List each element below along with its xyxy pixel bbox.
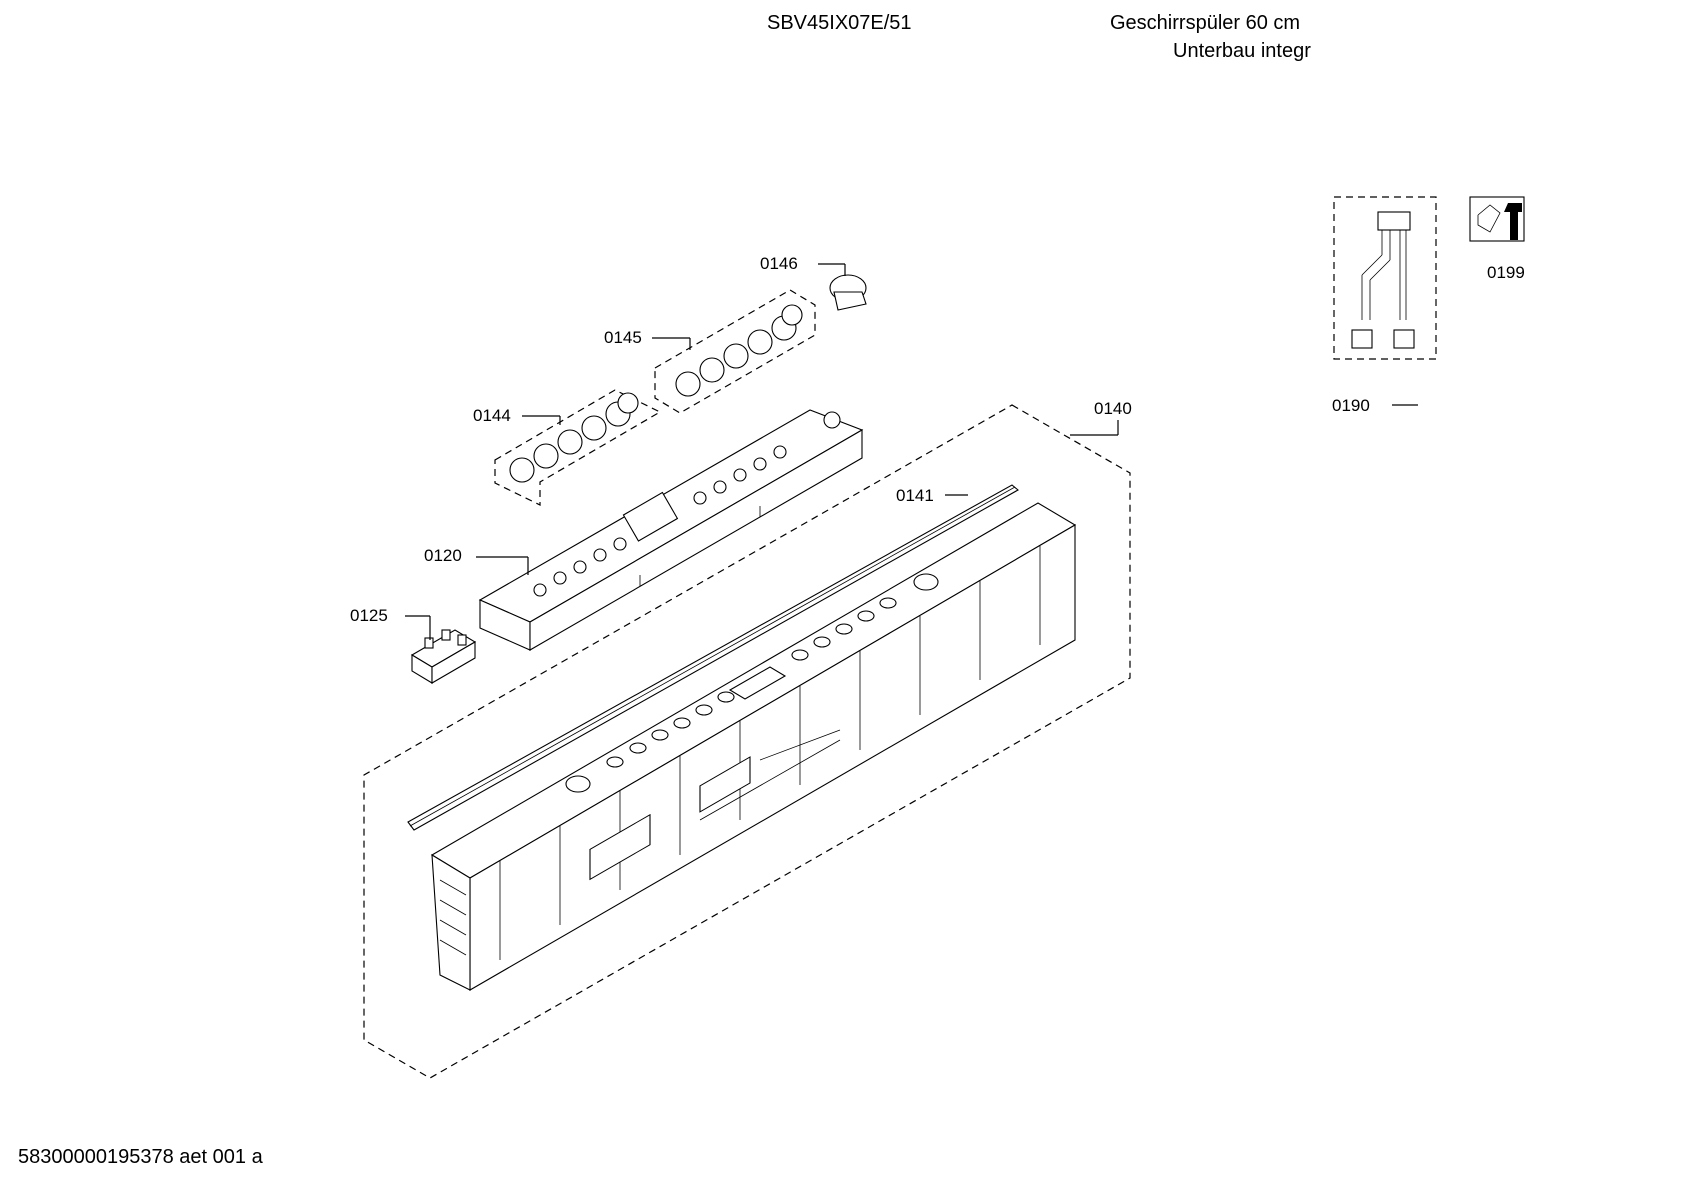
part-0146-button [829, 274, 867, 311]
part-0141-strip [407, 484, 1019, 831]
label-part-0145: 0145 [604, 328, 642, 347]
label-part-0199: 0199 [1487, 263, 1525, 282]
part-0125-connector [410, 629, 477, 684]
label-part-0141: 0141 [896, 486, 934, 505]
label-part-0144: 0144 [473, 406, 511, 425]
part-0120-button-carrier [478, 409, 864, 651]
appliance-description: Geschirrspüler 60 cm [1110, 12, 1301, 34]
part-0199-service-icon [1469, 196, 1525, 242]
document-code: 58300000195378 aet 001 a [18, 1146, 263, 1168]
part-0144-button-group [494, 389, 662, 506]
wrench-icon [1504, 203, 1522, 240]
label-part-0190: 0190 [1332, 396, 1370, 415]
label-part-0146: 0146 [760, 254, 798, 273]
model-number: SBV45IX07E/51 [767, 12, 912, 34]
part-0140-control-panel [430, 502, 1077, 991]
label-part-0120: 0120 [424, 546, 462, 565]
label-part-0125: 0125 [350, 606, 388, 625]
label-part-0140: 0140 [1094, 399, 1132, 418]
part-0145-button-group [654, 289, 816, 414]
assembly-boundary-0140 [363, 404, 1131, 1079]
part-0190-cable-harness [1333, 196, 1437, 360]
appliance-description-line2: Unterbau integr [1173, 40, 1311, 62]
